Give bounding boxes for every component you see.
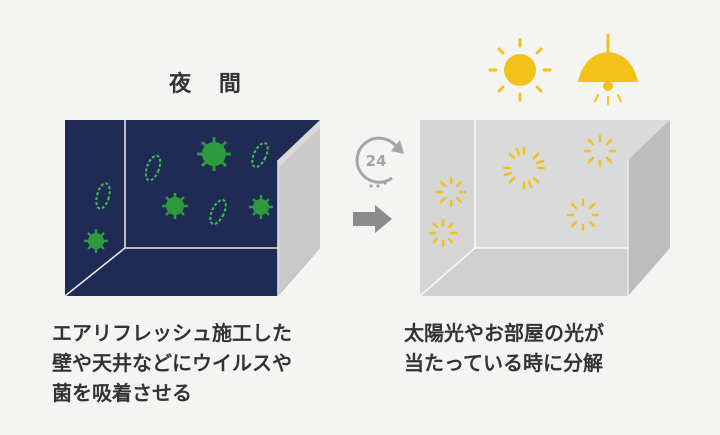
virus-icon bbox=[251, 141, 269, 169]
night-left-wall bbox=[65, 120, 125, 296]
germ-icon bbox=[197, 137, 231, 171]
right-arrow-icon bbox=[353, 205, 392, 233]
germ-icon bbox=[162, 193, 188, 219]
night-room bbox=[64, 120, 320, 297]
pendant-lamp-icon bbox=[578, 34, 638, 105]
decomposing-germ-icon bbox=[566, 198, 600, 232]
night-side-panel-top bbox=[278, 120, 320, 168]
day-side-panel bbox=[628, 120, 670, 296]
day-room bbox=[419, 120, 670, 297]
virus-icon bbox=[95, 182, 111, 210]
germ-icon bbox=[249, 195, 273, 219]
caption-adsorb: エアリフレッシュ施工した 壁や天井などにウイルスや 菌を吸着させる bbox=[52, 321, 292, 405]
decomposing-germ-icon bbox=[428, 218, 458, 248]
decomposing-germ-icon bbox=[435, 176, 467, 208]
caption-decompose: 太陽光やお部屋の光が 当たっている時に分解 bbox=[404, 321, 604, 375]
day-floor bbox=[420, 248, 670, 296]
night-floor bbox=[65, 248, 320, 296]
virus-icon bbox=[209, 198, 227, 226]
germ-icon bbox=[84, 229, 108, 253]
decomposing-germ-icon bbox=[502, 146, 546, 190]
virus-cluster bbox=[95, 141, 269, 226]
timer-label: 24 bbox=[366, 152, 387, 170]
virus-icon bbox=[144, 154, 162, 182]
night-title: 夜 間 bbox=[169, 72, 251, 97]
germ-cluster bbox=[84, 137, 273, 253]
decomposing-germs bbox=[428, 134, 617, 248]
sun-icon bbox=[488, 38, 552, 102]
24-hour-cycle-icon: 24 bbox=[355, 136, 404, 188]
day-left-wall bbox=[420, 120, 475, 296]
night-side-panel bbox=[278, 120, 320, 296]
decomposing-germ-icon bbox=[583, 134, 617, 168]
